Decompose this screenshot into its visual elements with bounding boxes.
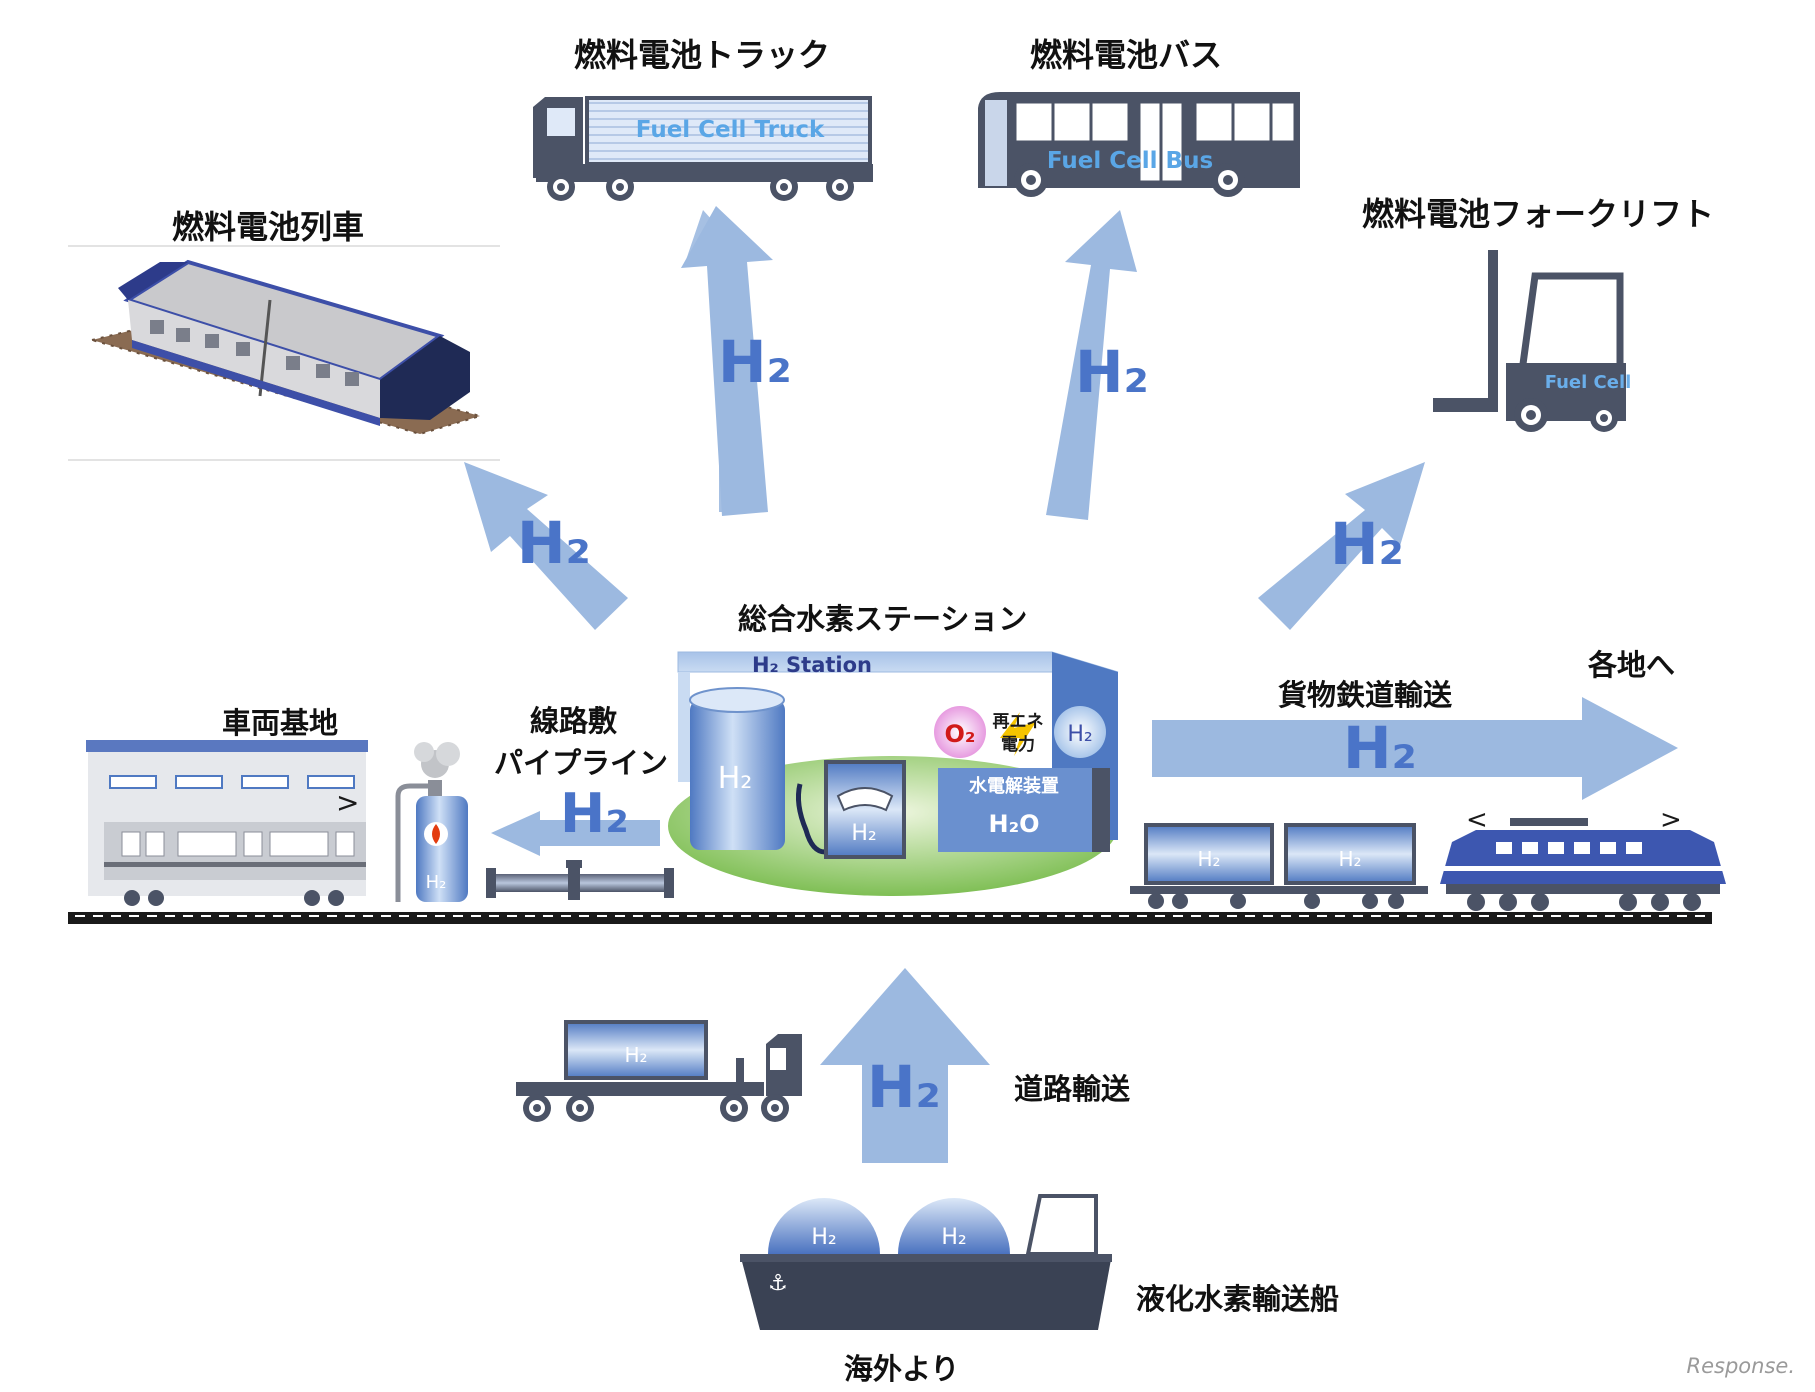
arrow-to-train <box>464 462 628 630</box>
label-ship: 液化水素輸送船 <box>1136 1282 1340 1316</box>
svg-text:H₂: H₂ <box>851 821 876 846</box>
svg-text:>: > <box>336 786 359 819</box>
h2-bubble: H₂ <box>1054 706 1106 758</box>
renewable-power-label: 再エネ 電力 <box>993 712 1044 756</box>
locomotive: < > <box>1440 805 1726 911</box>
label-road-transport: 道路輸送 <box>1014 1072 1131 1106</box>
svg-text:H₂: H₂ <box>1067 722 1092 747</box>
station-tank: H₂ <box>689 687 785 850</box>
arrow-to-truck-shape <box>681 206 773 516</box>
svg-text:電力: 電力 <box>1001 734 1035 755</box>
arrows <box>464 206 1678 1163</box>
arrow-label-train: H₂ <box>517 509 591 577</box>
arrow-to-forklift <box>1258 462 1425 630</box>
fuel-cell-truck: Fuel Cell Truck <box>533 96 873 201</box>
label-from-overseas: 海外より <box>844 1352 960 1386</box>
truck-text: Fuel Cell Truck <box>636 117 825 143</box>
hydrogen-station: H₂ Station H₂ H₂ 水電解装置 H₂O O₂ 再エネ 電力 <box>668 651 1119 896</box>
arrow-label-pipeline: H₂ <box>560 782 629 845</box>
label-fc-truck: 燃料電池トラック <box>574 36 831 74</box>
svg-text:H₂: H₂ <box>1197 847 1220 871</box>
fuel-cell-bus: Fuel Cell Bus <box>978 92 1300 197</box>
arrow-pipeline <box>491 811 660 856</box>
pipeline <box>486 860 674 900</box>
label-fc-train: 燃料電池列車 <box>172 208 365 246</box>
arrow-label-regions: H₂ <box>1343 714 1417 782</box>
forklift-text: Fuel Cell <box>1545 372 1632 393</box>
label-pipeline-2: パイプライン <box>494 746 669 780</box>
arrow-label-truck: H₂ <box>718 328 792 396</box>
rail-track <box>68 912 1712 924</box>
svg-text:H₂: H₂ <box>941 1225 966 1250</box>
label-depot: 車両基地 <box>222 706 339 740</box>
freight-train: H₂ H₂ < > <box>1130 805 1726 911</box>
label-to-regions: 各地へ <box>1588 648 1676 682</box>
svg-text:H₂: H₂ <box>426 872 447 893</box>
arrow-from-ship <box>820 968 990 1163</box>
freight-tank-2: H₂ <box>1284 823 1416 885</box>
storage-tank: H₂ <box>395 742 468 902</box>
svg-text:再エネ: 再エネ <box>993 712 1044 732</box>
vehicle-depot: > <box>86 740 368 906</box>
svg-text:H₂: H₂ <box>811 1225 836 1250</box>
watermark: Response. <box>1686 1354 1795 1378</box>
svg-text:H₂: H₂ <box>718 761 753 796</box>
label-station-title: 総合水素ステーション <box>738 602 1028 636</box>
arrow-to-regions <box>1152 697 1678 800</box>
freight-tank-1: H₂ <box>1144 823 1274 885</box>
road-truck-wheels <box>523 1094 789 1122</box>
label-fc-bus: 燃料電池バス <box>1030 36 1223 74</box>
arrow-label-forklift: H₂ <box>1330 510 1404 578</box>
svg-text:⚓: ⚓ <box>768 1271 788 1296</box>
arrow-to-bus <box>1046 210 1137 520</box>
svg-text:>: > <box>1660 805 1682 835</box>
fuel-cell-train <box>68 245 500 461</box>
arrow-label-bus: H₂ <box>1075 338 1149 406</box>
svg-text:O₂: O₂ <box>945 720 976 748</box>
label-pipeline-1: 線路敷 <box>530 704 618 738</box>
ship-hull <box>740 1254 1112 1330</box>
lh2-carrier-ship: H₂ H₂ ⚓ <box>740 1194 1112 1330</box>
arrow-labels: H₂ H₂ H₂ H₂ H₂ H₂ H₂ <box>517 328 1417 1121</box>
svg-text:H₂O: H₂O <box>989 810 1040 838</box>
truck-wheels <box>547 173 854 201</box>
svg-text:<: < <box>1466 805 1488 835</box>
svg-text:H₂: H₂ <box>624 1043 647 1067</box>
svg-text:水電解装置: 水電解装置 <box>969 775 1059 797</box>
label-freight-rail: 貨物鉄道輸送 <box>1278 678 1453 712</box>
station-roof-label: H₂ Station <box>752 653 872 677</box>
fuel-cell-forklift: Fuel Cell <box>1433 250 1631 432</box>
bus-text: Fuel Cell Bus <box>1047 148 1213 174</box>
label-fc-forklift: 燃料電池フォークリフト <box>1362 195 1715 233</box>
truck-container <box>585 96 872 166</box>
road-tanker-truck: H₂ <box>516 1020 802 1122</box>
arrow-label-ship: H₂ <box>867 1053 941 1121</box>
svg-text:H₂: H₂ <box>1338 847 1361 871</box>
dispenser: H₂ <box>796 760 906 859</box>
o2-bubble: O₂ <box>934 706 986 758</box>
electrolyzer: 水電解装置 H₂O <box>938 768 1110 852</box>
